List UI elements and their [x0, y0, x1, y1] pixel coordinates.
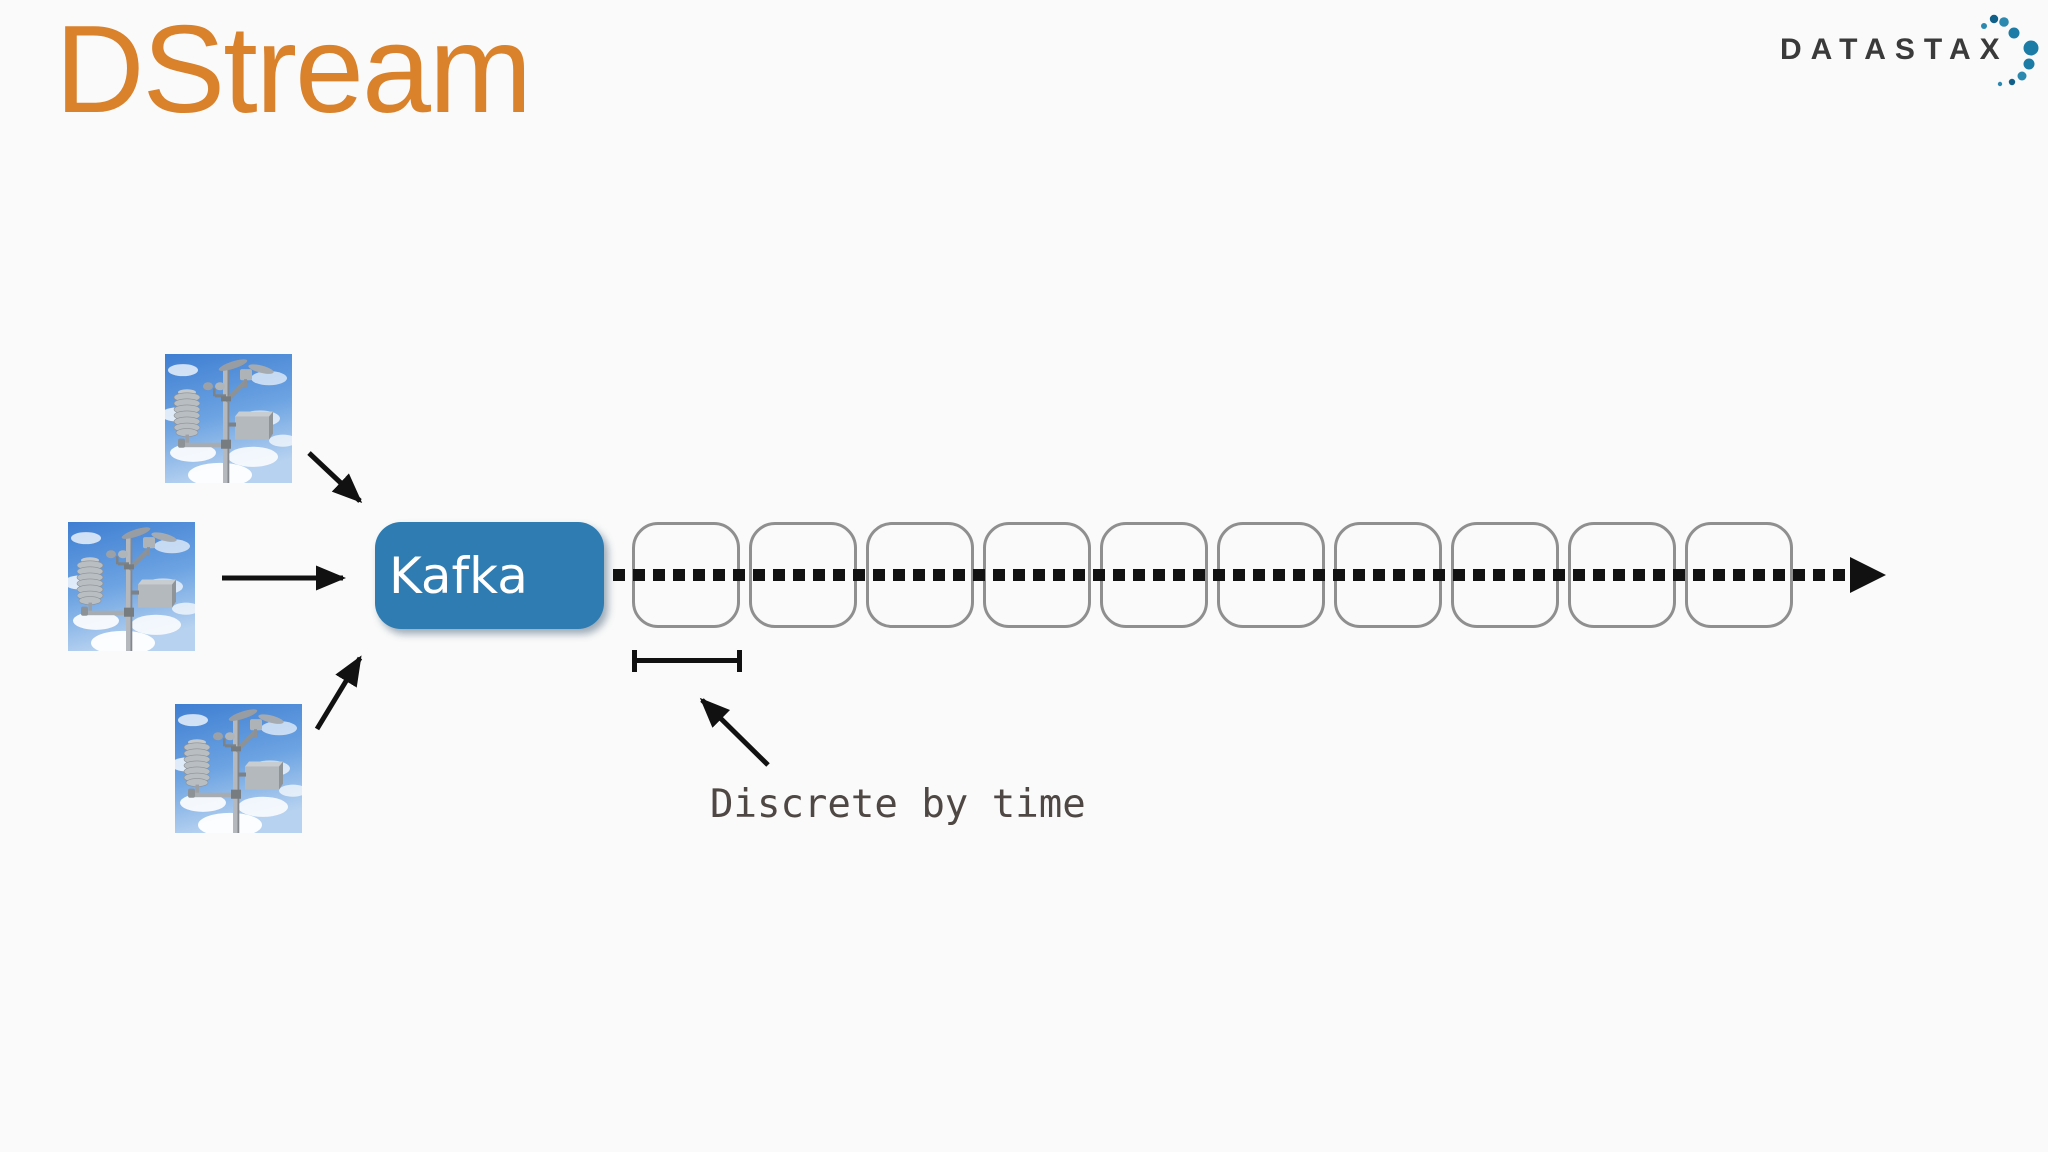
datastax-dots-icon — [1981, 14, 2039, 87]
weather-station-image — [68, 522, 195, 651]
batch-box — [983, 522, 1091, 628]
batch-box — [1217, 522, 1325, 628]
weather-station-image — [165, 354, 292, 483]
annotation-label: Discrete by time — [710, 782, 1086, 827]
batch-box — [632, 522, 740, 628]
kafka-node: Kafka — [375, 522, 604, 629]
weather-station-image — [175, 704, 302, 833]
source-arrow-3 — [314, 655, 363, 731]
interval-bracket — [632, 650, 742, 672]
batch-box — [749, 522, 857, 628]
stream-arrowhead — [1850, 557, 1886, 593]
batch-box — [1685, 522, 1793, 628]
batch-box — [1334, 522, 1442, 628]
kafka-label: Kafka — [389, 546, 528, 605]
annotation-arrow — [699, 697, 770, 767]
batch-box — [1568, 522, 1676, 628]
batch-box — [1100, 522, 1208, 628]
source-arrow-1 — [307, 451, 363, 504]
datastax-wordmark: DATASTAX — [1780, 33, 2009, 66]
datastax-logo: DATASTAX — [1780, 33, 2009, 67]
page-title: DStream — [55, 1, 532, 139]
batch-box — [866, 522, 974, 628]
batch-box — [1451, 522, 1559, 628]
